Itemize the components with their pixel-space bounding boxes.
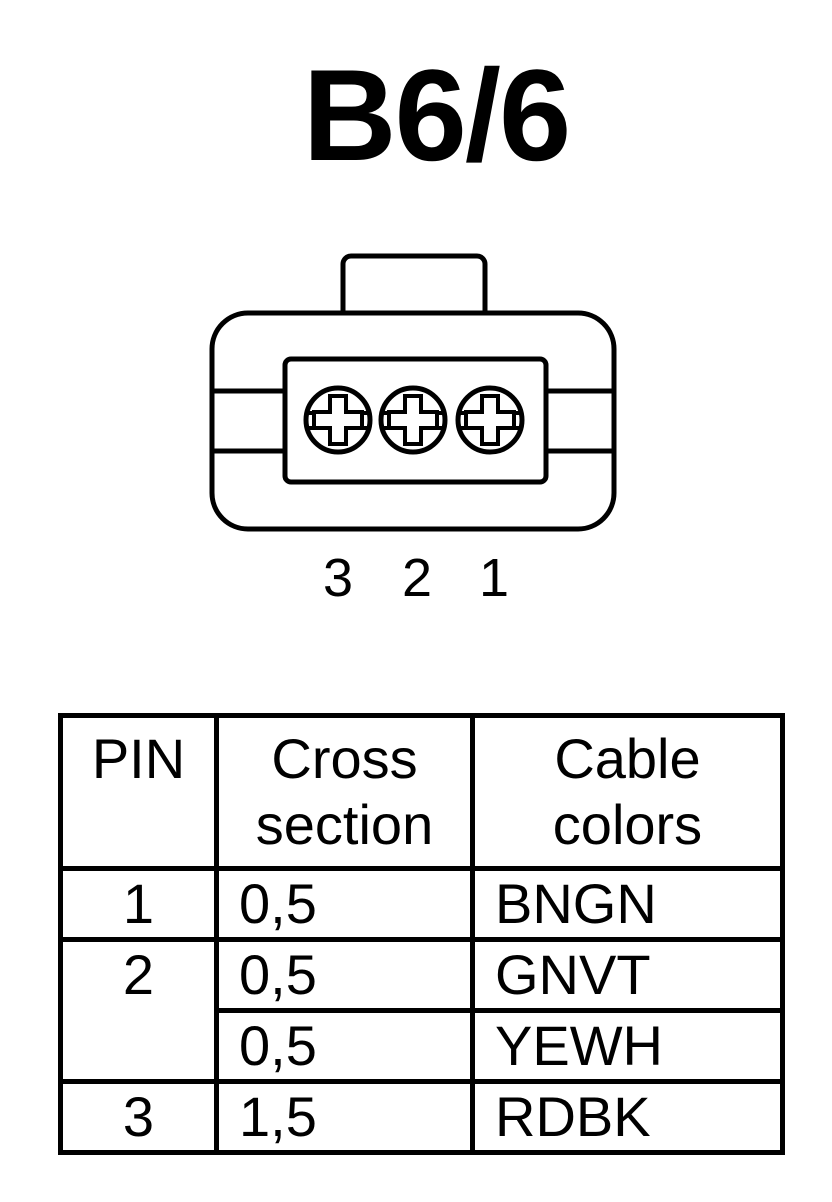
cell-cable-color: RDBK: [470, 1079, 785, 1155]
pin-socket-3: [303, 385, 373, 455]
table-row: 3 1,5 RDBK: [58, 1079, 785, 1155]
cell-pin: 1: [58, 866, 219, 942]
header-cross-section: Cross section: [214, 713, 475, 871]
pin-number-labels: 3 2 1: [0, 548, 832, 608]
header-pin: PIN: [58, 713, 219, 871]
cell-cross-section: 0,5: [214, 1008, 475, 1084]
cell-cable-color: YEWH: [470, 1008, 785, 1084]
cell-cable-color: GNVT: [470, 937, 785, 1013]
cell-pin: 2: [58, 937, 219, 1011]
pin-socket-1: [455, 385, 525, 455]
cell-cross-section: 1,5: [214, 1079, 475, 1155]
cell-cable-color: BNGN: [470, 866, 785, 942]
cell-pin: [58, 1010, 219, 1084]
cell-cross-section: 0,5: [214, 866, 475, 942]
table-row: 2 0,5 GNVT: [58, 937, 785, 1013]
cell-pin: 3: [58, 1079, 219, 1155]
table-header-row: PIN Cross section Cable colors: [58, 713, 785, 871]
pin-socket-2: [378, 385, 448, 455]
header-cable-colors: Cable colors: [470, 713, 785, 871]
pin-label-3: 3: [322, 548, 354, 608]
connector-drawing: [209, 253, 617, 532]
pin-assignment-table: PIN Cross section Cable colors 1 0,5 BNG…: [58, 713, 785, 1155]
cell-cross-section: 0,5: [214, 937, 475, 1013]
pin-label-1: 1: [478, 548, 510, 608]
table-row: 0,5 YEWH: [58, 1008, 785, 1084]
connector-title: B6/6: [302, 42, 572, 188]
table-row: 1 0,5 BNGN: [58, 866, 785, 942]
pin-label-2: 2: [401, 548, 433, 608]
